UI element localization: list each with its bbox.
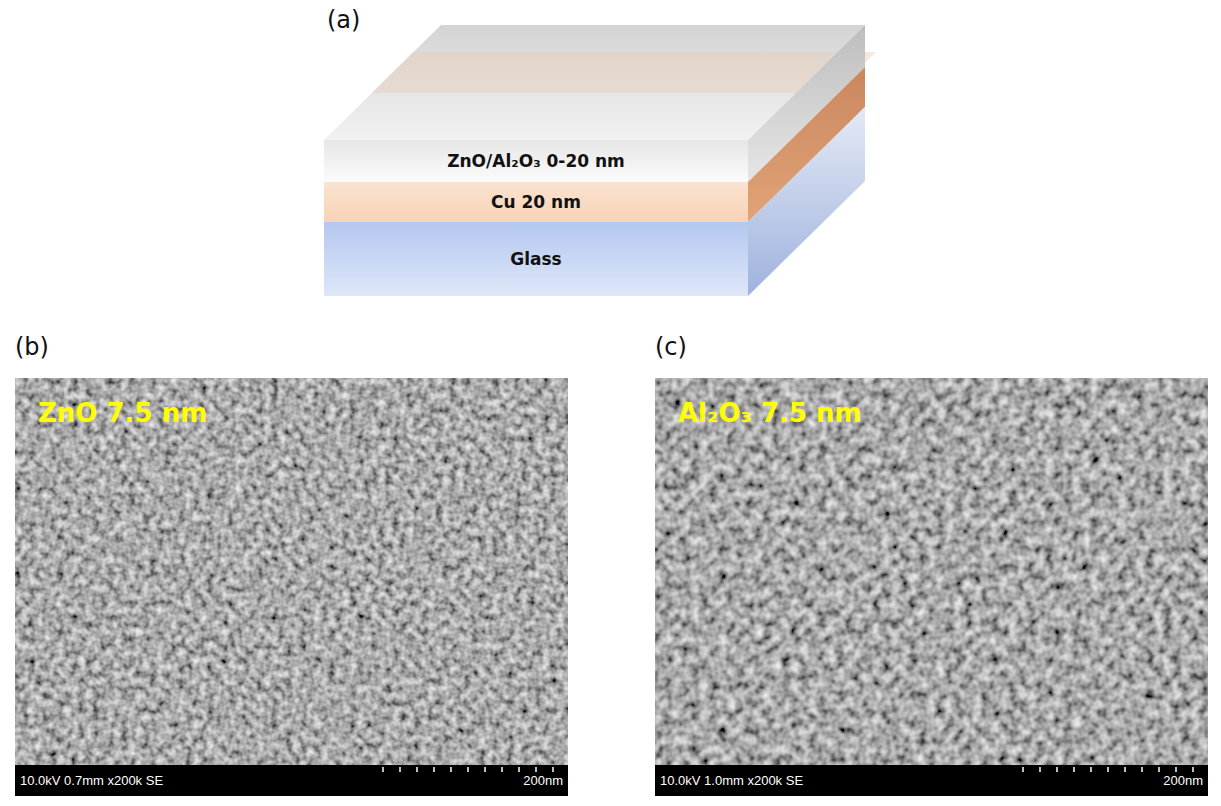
sem-parameters: 10.0kV 0.7mm x200k SE (20, 773, 163, 788)
sem-panel: ZnO 7.5 nm (15, 378, 568, 765)
scale-tick (433, 767, 435, 772)
sample-label: ZnO 7.5 nm (38, 398, 207, 428)
scale-tick (1175, 767, 1177, 772)
layer-label: Glass (510, 249, 562, 269)
scale-tick (1124, 767, 1126, 772)
oxide-layer: ZnO/Al₂O₃ 0-20 nm (324, 140, 748, 182)
glass-side (748, 107, 865, 296)
glass-substrate: Glass (324, 222, 748, 296)
sem-footer-bar (15, 765, 568, 796)
panel-letter: (b) (15, 333, 49, 361)
scale-label: 200nm (1163, 773, 1203, 788)
sem-image (655, 378, 1208, 796)
scale-tick (1158, 767, 1160, 772)
copper-layer: Cu 20 nm (324, 182, 748, 222)
scale-bar (1023, 767, 1193, 772)
scale-tick (450, 767, 452, 772)
scale-tick (467, 767, 469, 772)
sem-image (15, 378, 568, 796)
sample-label: Al₂O₃ 7.5 nm (678, 398, 862, 428)
scale-tick (1039, 767, 1041, 772)
scale-tick (416, 767, 418, 772)
scale-tick (1141, 767, 1143, 772)
panel-letter: (a) (327, 6, 360, 34)
scale-tick (1107, 767, 1109, 772)
scale-tick (484, 767, 486, 772)
scale-tick (552, 767, 554, 772)
scale-tick (501, 767, 503, 772)
panel-letter: (c) (655, 333, 687, 361)
scale-tick (535, 767, 537, 772)
layer-label: Cu 20 nm (491, 192, 581, 212)
sem-texture (15, 378, 568, 796)
scale-tick (1192, 767, 1194, 772)
layer-label: ZnO/Al₂O₃ 0-20 nm (447, 151, 625, 171)
scale-tick (399, 767, 401, 772)
sem-parameters: 10.0kV 1.0mm x200k SE (660, 773, 803, 788)
sem-panel: Al₂O₃ 7.5 nm (655, 378, 1208, 765)
sem-texture (655, 378, 1208, 796)
scale-tick (1022, 767, 1024, 772)
copper-shadow (372, 52, 876, 93)
scale-bar (383, 767, 553, 772)
scale-tick (382, 767, 384, 772)
scale-label: 200nm (523, 773, 563, 788)
sem-footer-bar (655, 765, 1208, 796)
scale-tick (1056, 767, 1058, 772)
scale-tick (1090, 767, 1092, 772)
scale-tick (518, 767, 520, 772)
scale-tick (1073, 767, 1075, 772)
